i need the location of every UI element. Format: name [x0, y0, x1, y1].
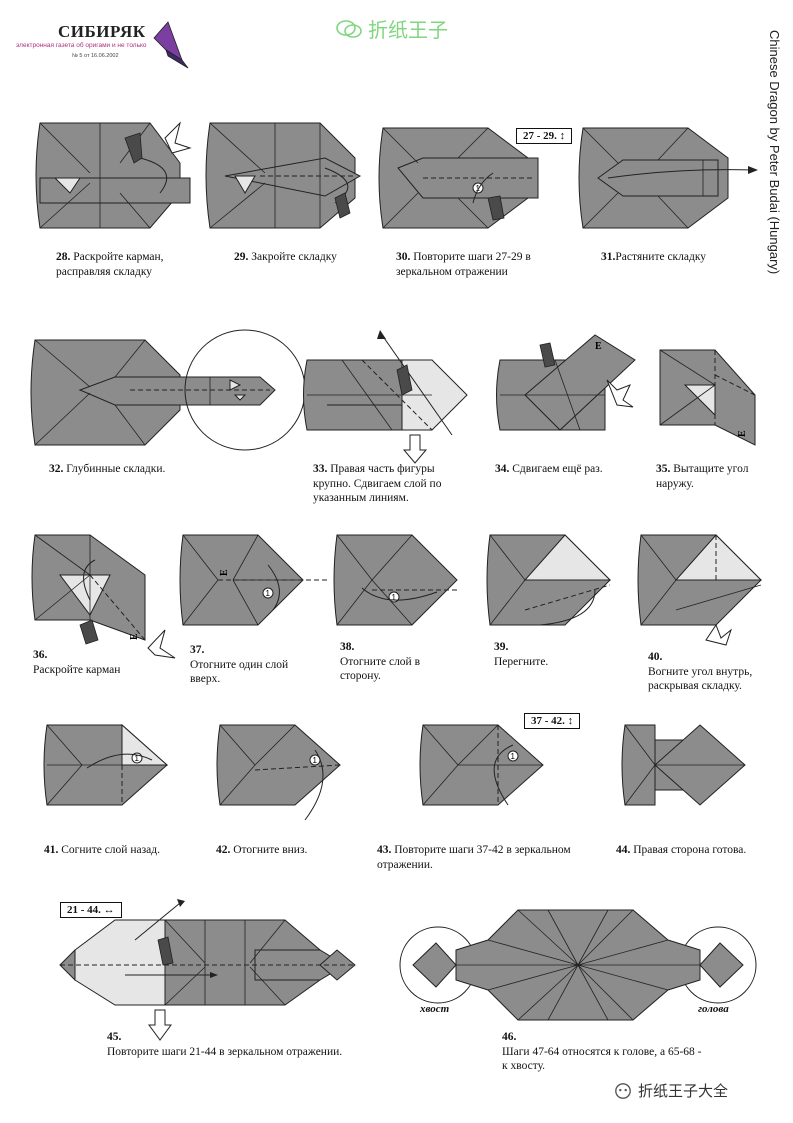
caption-step-40: 40.Вогните угол внутрь, раскрывая складк…	[648, 651, 753, 692]
caption-step-45: 45.Повторите шаги 21-44 в зеркальном отр…	[107, 1031, 343, 1058]
svg-text:1: 1	[511, 752, 516, 761]
caption-step-36: 36.Раскройте карман	[33, 649, 121, 676]
svg-text:E: E	[129, 633, 140, 640]
caption-step-34: 34. Сдвигаем ещё раз.	[495, 463, 603, 475]
diagram-step-44	[621, 724, 746, 806]
diagram-step-29	[205, 122, 362, 229]
diagram-step-30: 1	[378, 127, 539, 229]
diagram-step-28	[35, 121, 192, 229]
caption-step-28: 28. Раскройте карман, расправляя складку	[56, 251, 164, 278]
caption-step-30: 30. Повторите шаги 27-29 в зеркальном от…	[396, 251, 531, 278]
diagram-step-33	[303, 330, 468, 464]
caption-step-42: 42. Отогните вниз.	[216, 844, 308, 856]
diagram-step-38: 1	[333, 534, 458, 626]
wechat-icon	[615, 1082, 631, 1099]
svg-text:E: E	[595, 341, 602, 352]
diagram-step-31	[578, 127, 758, 229]
diagram-step-34: E	[496, 334, 636, 431]
caption-step-31: 31.Растяните складку	[601, 251, 707, 263]
diagram-step-43: 1	[419, 724, 544, 806]
label-tail: хвост	[420, 1003, 450, 1015]
top-watermark: 折纸王子	[336, 14, 448, 43]
caption-step-43: 43. Повторите шаги 37-42 в зеркальном от…	[377, 844, 571, 871]
caption-step-38: 38.Отогните слой в сторону.	[340, 641, 421, 682]
caption-step-33: 33. Правая часть фигуры крупно. Сдвигаем…	[313, 463, 442, 504]
logo-title: СИБИРЯК	[58, 22, 146, 41]
caption-step-37: 37.Отогните один слой вверх.	[190, 644, 289, 685]
diagram-step-36: E	[31, 534, 176, 659]
svg-text:1: 1	[392, 593, 397, 602]
caption-step-39: 39.Перегните.	[494, 641, 549, 668]
caption-step-44: 44. Правая сторона готова.	[616, 844, 747, 856]
logo-crane-icon	[153, 21, 189, 69]
caption-step-32: 32. Глубинные складки.	[49, 463, 166, 475]
caption-step-41: 41. Согните слой назад.	[44, 844, 160, 856]
diagram-step-39	[486, 534, 612, 626]
caption-step-35: 35. Вытащите угол наружу.	[656, 463, 749, 490]
diagram-step-40	[637, 534, 763, 646]
diagram-step-42: 1	[216, 724, 341, 821]
svg-text:1: 1	[476, 184, 481, 193]
repeat-box-37-42: 37 - 42. ↕	[524, 713, 581, 729]
caption-step-29: 29. Закройте складку	[234, 251, 337, 263]
repeat-box-21-44: 21 - 44. ↔	[60, 902, 122, 918]
footer-watermark-text: 折纸王子大全	[638, 1082, 729, 1100]
diagram-step-45	[59, 899, 356, 1041]
diagram-step-41: 1	[43, 723, 169, 806]
diagram-step-35: E	[659, 349, 756, 446]
svg-text:1: 1	[135, 754, 140, 763]
bottom-watermark: 折纸王子大全	[614, 1080, 728, 1101]
logo-subtitle: электронная газета об оригами и не тольк…	[16, 42, 147, 49]
diagram-step-37: E 1	[179, 534, 328, 626]
wechat-icon	[336, 19, 362, 38]
watermark-text: 折纸王子	[368, 18, 448, 42]
svg-text:1: 1	[266, 589, 271, 598]
svg-text:E: E	[737, 430, 748, 437]
diagram-step-32	[30, 329, 306, 451]
svg-text:1: 1	[313, 756, 318, 765]
svg-text:E: E	[219, 569, 230, 576]
diagram-step-46	[399, 909, 757, 1021]
label-head: голова	[698, 1003, 729, 1015]
repeat-box-27-29: 27 - 29. ↕	[516, 128, 573, 144]
logo-issue: № 5 от 16.06.2002	[72, 53, 119, 59]
caption-step-46: 46.Шаги 47-64 относятся к голове, а 65-6…	[502, 1031, 702, 1072]
